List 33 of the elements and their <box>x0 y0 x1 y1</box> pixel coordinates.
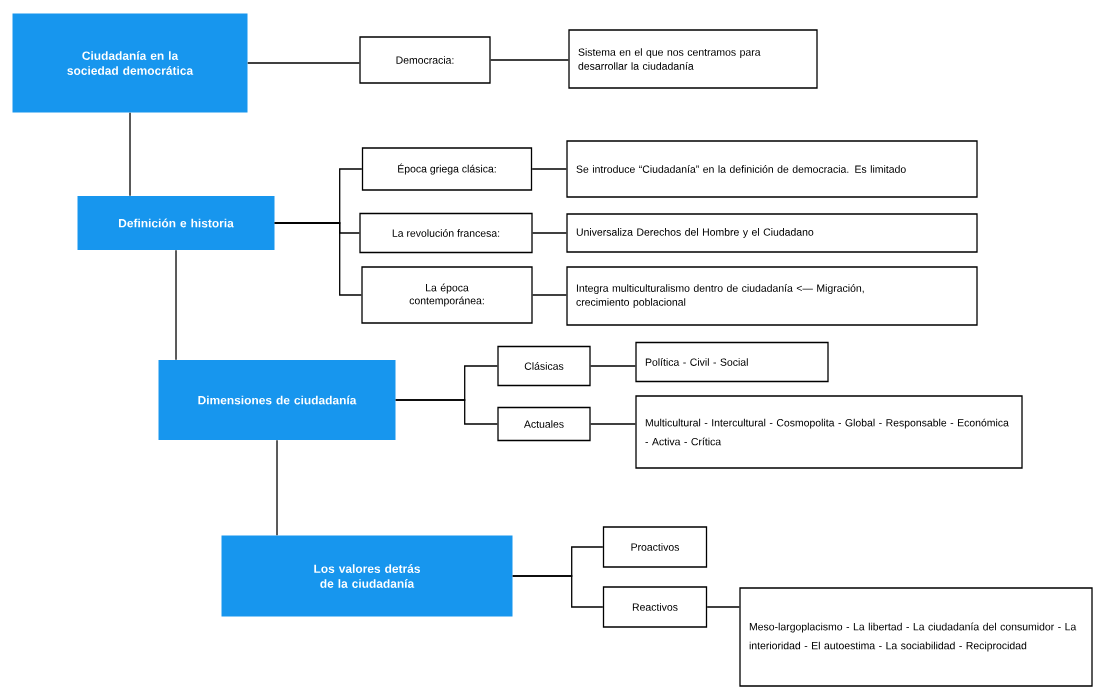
category-box: La revolución francesa: <box>359 212 533 254</box>
connector-line <box>490 59 569 61</box>
category-box: Democracia: <box>359 36 491 84</box>
description-box: Política - Civil - Social <box>635 341 829 383</box>
connector-line <box>532 294 567 296</box>
connector-line <box>129 112 131 197</box>
connector-line <box>247 62 360 64</box>
category-box: La época contemporánea: <box>361 266 533 324</box>
category-box: Época griega clásica: <box>361 147 533 191</box>
description-box: Multicultural - Intercultural - Cosmopolita - Global - Responsable - Económica - Activa - Crítica <box>635 395 1023 469</box>
connector-line <box>395 399 498 425</box>
concept-box: Dimensiones de ciudadanía <box>158 360 396 440</box>
connector-line <box>274 222 362 296</box>
concept-box: Los valores detrás de la ciudadanía <box>221 535 513 617</box>
description-box: Sistema en el que nos centramos para desarrollar la ciudadanía <box>568 29 818 89</box>
description-box: Universaliza Derechos del Hombre y el Ciudadano <box>566 213 978 253</box>
connector-line <box>706 606 740 608</box>
category-box: Clásicas <box>497 345 591 387</box>
connector-line <box>276 439 278 536</box>
category-box: Actuales <box>497 406 591 442</box>
connector-line <box>532 232 567 234</box>
connector-line <box>175 249 177 361</box>
connector-line <box>512 575 604 608</box>
concept-box: Ciudadanía en la sociedad democrática <box>12 13 248 113</box>
description-box: Se introduce “Ciudadanía” en la definición de democracia. Es limitado <box>566 140 978 198</box>
connector-line <box>531 168 567 170</box>
description-box: Meso-largoplacismo - La libertad - La ciudadanía del consumidor - La interioridad - El autoestima - La sociabilidad - Reciprocidad <box>739 587 1093 687</box>
category-box: Reactivos <box>602 586 708 628</box>
description-box: Integra multiculturalismo dentro de ciudadanía <— Migración, crecimiento poblacional <box>566 266 978 326</box>
connector-line <box>590 423 636 425</box>
category-box: Proactivos <box>602 526 708 568</box>
connector-line <box>590 365 636 367</box>
concept-box: Definición e historia <box>77 196 275 250</box>
